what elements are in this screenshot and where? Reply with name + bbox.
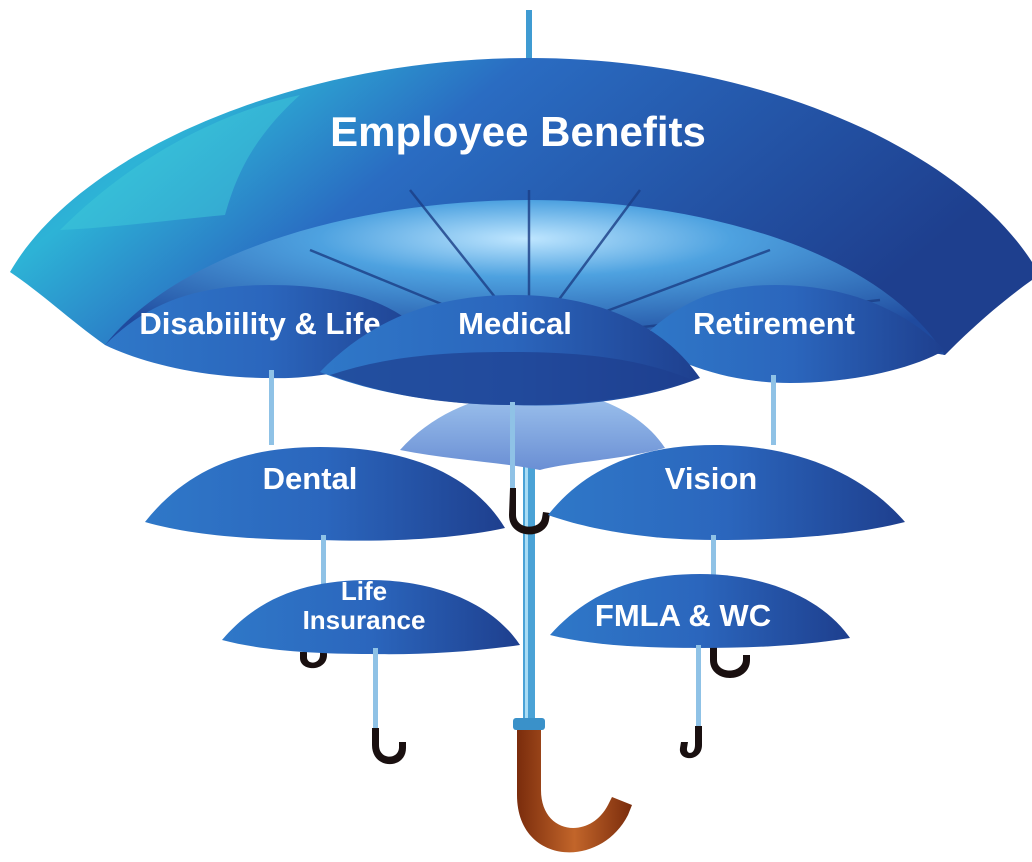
umbrella-dental-label: Dental (263, 461, 358, 496)
main-handle-wood (517, 730, 632, 853)
umbrella-retirement-label: Retirement (693, 306, 855, 341)
pale-back-umbrella (400, 390, 665, 470)
umbrella-retirement: Retirement (640, 285, 945, 445)
umbrella-life-insurance-shaft (373, 648, 378, 733)
umbrella-vision: Vision (548, 445, 905, 678)
umbrella-retirement-canopy (640, 285, 945, 383)
umbrella-vision-label: Vision (665, 461, 757, 496)
umbrella-life-insurance-canopy (222, 580, 520, 655)
umbrella-life-insurance-label-line2: Insurance (303, 605, 426, 635)
umbrella-fmla-wc: FMLA & WC (550, 574, 850, 759)
umbrella-medical-label: Medical (458, 306, 572, 341)
umbrella-fmla-wc-canopy (550, 574, 850, 648)
umbrella-disability-life-label: Disabiility & Life (139, 306, 380, 341)
umbrella-vision-canopy (548, 445, 905, 540)
umbrella-life-insurance-label-line1: Life (341, 576, 387, 606)
umbrella-fmla-wc-shaft (696, 645, 701, 730)
main-umbrella-tip (526, 10, 532, 60)
umbrella-life-insurance: Life Insurance (222, 576, 520, 765)
umbrella-medical-handle (509, 488, 550, 535)
umbrella-medical-underside (330, 352, 692, 406)
umbrella-fmla-wc-handle (679, 726, 702, 759)
main-umbrella-label: Employee Benefits (330, 108, 706, 155)
main-handle-collar (513, 718, 545, 730)
umbrella-retirement-shaft (771, 375, 776, 445)
umbrella-medical-shaft (510, 402, 515, 492)
umbrella-medical: Medical (320, 295, 700, 535)
umbrella-disability-life-shaft (269, 370, 274, 445)
umbrella-life-insurance-handle (372, 728, 406, 765)
umbrella-vision-handle (710, 635, 750, 678)
pale-back-umbrella-canopy (400, 390, 665, 470)
umbrella-dental-canopy (145, 447, 505, 541)
main-umbrella-sheen (60, 95, 300, 230)
umbrella-fmla-wc-label: FMLA & WC (595, 598, 771, 633)
